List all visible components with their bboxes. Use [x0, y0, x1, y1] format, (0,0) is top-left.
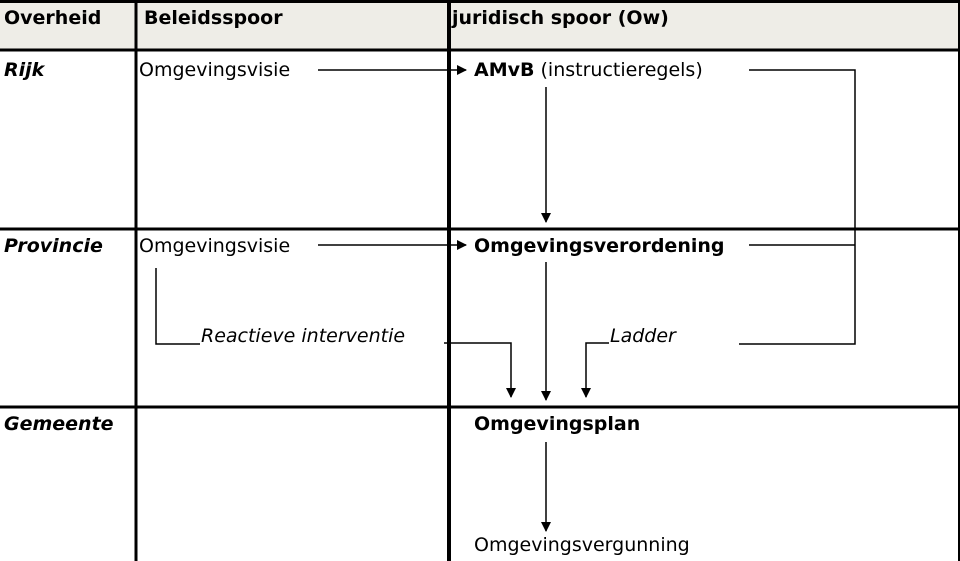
row-label-provincie: Provincie: [4, 235, 103, 257]
gemeente-omgevingsplan: Omgevingsplan: [474, 413, 641, 435]
instructieregels-label: (instructieregels): [534, 59, 703, 81]
rijk-omgevingsvisie: Omgevingsvisie: [139, 59, 291, 81]
reactieve-interventie-arrow: [444, 342, 516, 398]
ladder-arrow: [581, 342, 609, 398]
amvb-label: AMvB: [474, 59, 535, 81]
gemeente-omgevingsvergunning: Omgevingsvergunning: [474, 534, 690, 556]
reactieve-interventie-connector: [155, 268, 200, 345]
row-label-rijk: Rijk: [4, 59, 45, 81]
ladder-label: Ladder: [610, 325, 676, 347]
reactieve-interventie-label: Reactieve interventie: [201, 325, 406, 347]
ladder-bracket: [739, 69, 856, 345]
header-beleidsspoor: Beleidsspoor: [144, 7, 283, 29]
row-label-gemeente: Gemeente: [4, 413, 114, 435]
header-overheid: Overheid: [4, 7, 102, 29]
rijk-amvb: AMvB (instructieregels): [474, 61, 703, 80]
provincie-omgevingsvisie: Omgevingsvisie: [139, 235, 291, 257]
header-row-background: [0, 0, 960, 50]
provincie-omgevingsverordening: Omgevingsverordening: [474, 235, 725, 257]
header-juridisch-spoor: juridisch spoor (Ow): [452, 7, 669, 29]
